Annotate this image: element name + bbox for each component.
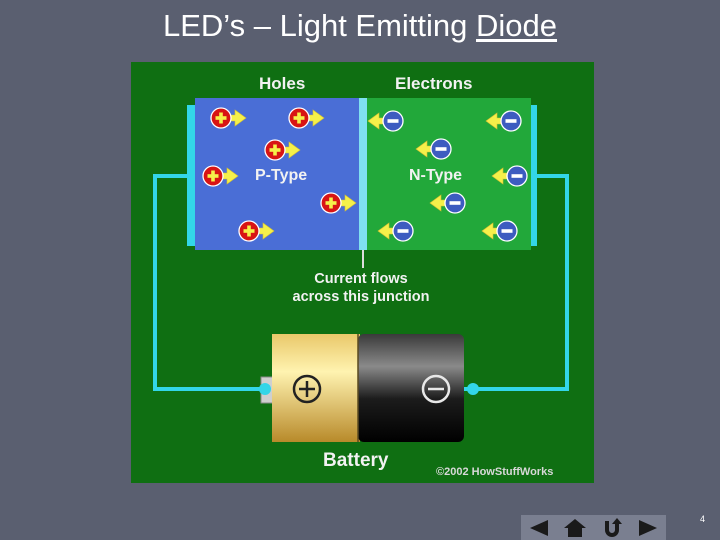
plus-terminal-icon — [292, 374, 322, 404]
page-number: 4 — [700, 514, 706, 524]
slide-title: LED’s – Light Emitting Diode — [0, 8, 720, 44]
return-button[interactable] — [597, 517, 627, 539]
junction-label: Current flows across this junction — [271, 270, 451, 306]
next-slide-button[interactable] — [633, 517, 663, 539]
battery — [259, 334, 479, 442]
led-diagram: Holes Electrons P-Type N-Type Current fl… — [131, 62, 594, 483]
minus-terminal-icon — [421, 374, 451, 404]
n-type-label: N-Type — [409, 167, 463, 184]
p-type-label: P-Type — [255, 167, 308, 184]
slide-navigation — [521, 515, 666, 540]
home-icon — [564, 518, 587, 537]
copyright-label: ©2002 HowStuffWorks — [436, 466, 554, 478]
electrons-label: Electrons — [395, 74, 473, 93]
title-prefix: LED’s – Light Emitting — [162, 8, 477, 43]
junction — [359, 98, 367, 250]
diagram-graphics — [153, 98, 569, 442]
n-terminal — [529, 105, 537, 246]
previous-arrow-icon — [530, 519, 549, 536]
title-emphasis: Diode — [476, 8, 558, 43]
next-arrow-icon — [638, 519, 657, 536]
home-button[interactable] — [560, 517, 590, 539]
previous-slide-button[interactable] — [524, 517, 554, 539]
circuit-wire — [153, 174, 569, 391]
junction-label-line1: Current flows — [314, 271, 408, 287]
return-icon — [604, 517, 622, 537]
junction-label-line2: across this junction — [292, 289, 430, 305]
battery-label: Battery — [323, 450, 389, 471]
p-terminal — [187, 105, 195, 246]
holes-label: Holes — [259, 74, 306, 93]
